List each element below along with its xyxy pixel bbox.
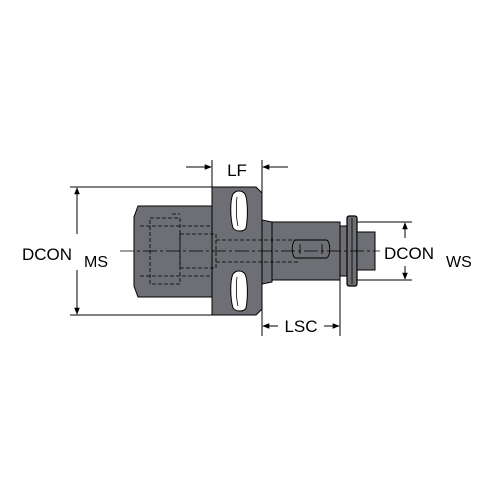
drive-slot-top-edge [235,196,239,227]
dcon-ms-label-sub: MS [84,254,108,271]
neck-taper [261,219,273,285]
dcon-ws-label-main: DCON [384,244,434,263]
shank-left [133,205,213,298]
dimensions [70,160,412,336]
drive-slot-bottom [230,270,248,312]
drive-slot-top [230,190,248,232]
lsc-label: LSC [284,317,317,336]
lf-label: LF [227,161,247,180]
shank-keyway [291,239,331,259]
dcon-ws-label-sub: WS [446,254,472,271]
drive-slot-bottom-edge [235,276,239,307]
dcon-ms-label-main: DCON [22,245,72,264]
